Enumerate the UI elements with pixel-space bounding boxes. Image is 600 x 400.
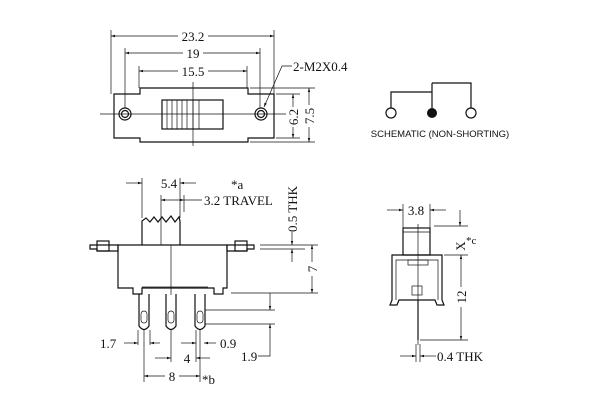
rivet-right (234, 240, 248, 252)
pin-left-hole (140, 310, 148, 324)
mount-hole-note: 2-M2X0.4 (293, 59, 348, 74)
flange-left (89, 244, 119, 252)
actuator (141, 214, 181, 245)
dim-pin-thk: 0.4 THK (437, 349, 484, 364)
side-view: 5.4 *a 3.2 TRAVEL 0.5 THK 7 1.9 1.7 0.9 … (89, 176, 320, 387)
dim-overall: 23.2 (182, 29, 205, 44)
schematic-wire-right (432, 82, 472, 108)
dim-pin-span: 8 (169, 369, 176, 384)
dim-end-actuator-width: 3.8 (408, 203, 424, 218)
dim-arrow-hole-bottom (258, 324, 272, 357)
dim-outer-height: 7.5 (302, 108, 317, 124)
terminal-open-right (465, 107, 477, 119)
end-body-tab (411, 285, 423, 296)
extension-lines (110, 30, 315, 143)
dim-end-body-height: 12 (454, 291, 469, 304)
pin-center (165, 294, 177, 331)
pin-right-hole (196, 310, 204, 324)
knob-ridges (166, 100, 200, 129)
dim-hole-spacing: 19 (187, 46, 200, 61)
schematic: SCHEMATIC (NON-SHORTING) (371, 82, 509, 140)
note-b: *b (202, 372, 215, 387)
pin-left (138, 294, 150, 331)
note-a: *a (231, 177, 244, 192)
mounting-plate (113, 87, 275, 143)
dim-pin-offset: 1.7 (100, 336, 117, 351)
dim-pin-hole: 1.9 (241, 349, 257, 364)
dim-body-height: 7 (305, 265, 320, 272)
dim-travel: 3.2 TRAVEL (204, 193, 273, 208)
end-body-slot (407, 259, 429, 266)
schematic-wire-left (390, 91, 432, 108)
dim-pin-width: 0.9 (220, 336, 236, 351)
dim-pin-pitch: 4 (184, 351, 191, 366)
pins (138, 294, 206, 331)
end-view: 3.8 X *c 12 0.4 THK (387, 203, 484, 364)
rivet-left (96, 240, 110, 252)
end-extension-lines (402, 204, 468, 362)
pin-right (194, 294, 206, 331)
schematic-label: SCHEMATIC (NON-SHORTING) (371, 129, 509, 140)
slider-knob (161, 99, 224, 130)
end-body-inner (395, 259, 439, 300)
terminal-open-left (385, 107, 397, 119)
switch-body (117, 244, 228, 295)
pin-center-hole (167, 310, 175, 324)
end-body (389, 254, 445, 306)
dim-actuator-width: 5.4 (161, 176, 178, 191)
flange-right (226, 244, 255, 252)
dim-center-section: 15.5 (182, 64, 205, 79)
side-extension-lines (137, 178, 318, 382)
dim-inner-height: 6.2 (286, 109, 301, 125)
dim-flange-thk: 0.5 THK (285, 185, 300, 232)
dim-end-actuator-height: X (453, 241, 468, 251)
top-view: 23.2 19 15.5 2-M2X0.4 6.2 7.5 (100, 28, 348, 146)
note-c: *c (466, 235, 477, 247)
terminal-common (427, 108, 437, 118)
leader-mount-hole (263, 65, 292, 108)
